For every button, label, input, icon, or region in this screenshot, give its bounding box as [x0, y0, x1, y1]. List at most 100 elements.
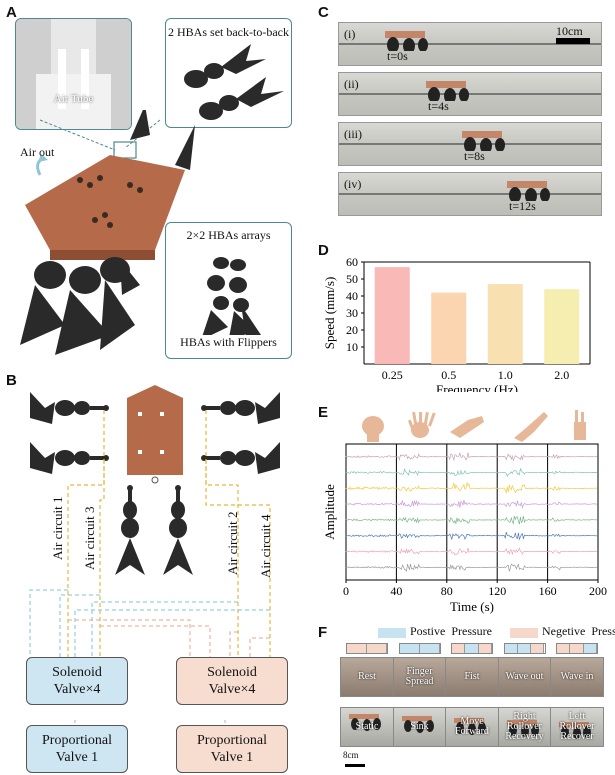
scale-bar-f-label: 8cm [343, 750, 359, 760]
robot-snapshot [385, 31, 428, 51]
motion-photo-2: Sink [392, 707, 447, 747]
back-to-back-inset: 2 HBAs set back-to-back [165, 18, 292, 128]
robot-body-topview [127, 385, 183, 475]
x-tick-label: 120 [488, 584, 506, 598]
scale-bar [556, 38, 590, 44]
finger-spread-gesture-icon [408, 411, 436, 438]
valve-line2: Valve 1 [210, 750, 254, 765]
scale-bar-label: 10cm [556, 24, 583, 38]
legend-negative-swatch [510, 628, 538, 638]
x-tick-label: 40 [390, 584, 402, 598]
robot-snapshot [426, 81, 469, 101]
rail-line [339, 93, 601, 96]
legend-positive-swatch [378, 628, 406, 638]
frame-index: (i) [344, 27, 356, 41]
back-to-back-actuators [184, 44, 284, 120]
y-tick-label: 40 [346, 289, 358, 303]
pressure-segment [557, 644, 571, 653]
panel-label-c: C [318, 4, 329, 21]
rail-line [339, 193, 601, 196]
gesture-photo-4: Wave out [497, 657, 552, 697]
panel-label-d: D [318, 242, 329, 259]
pressure-segment [478, 644, 492, 653]
robot-pose [349, 714, 381, 731]
pressure-pattern [451, 643, 493, 654]
panel-label-b: B [6, 372, 17, 389]
frame-index: (ii) [344, 77, 359, 91]
scale-bar-f [345, 764, 365, 767]
pressure-segment [504, 644, 518, 653]
panel-label-a: A [6, 4, 17, 21]
emg-channel-1 [345, 451, 598, 462]
bar-0.5 [431, 292, 467, 364]
robot-pose [559, 722, 591, 739]
x-tick-label: 160 [539, 584, 557, 598]
gesture-photo-2: Finger Spread [392, 657, 447, 697]
y-tick-label: 30 [346, 306, 358, 320]
pinch-gesture-icon [574, 410, 586, 440]
emg-channel-8 [345, 563, 598, 572]
motion-photo-5: Left Rollover Recover [550, 707, 604, 747]
pressure-segment [531, 644, 545, 653]
y-tick-label: 20 [346, 323, 358, 337]
hba-mid-left [30, 442, 109, 474]
emg-channel-2 [345, 467, 598, 478]
pressure-segment [517, 644, 532, 653]
sequence-frame: (iv)t=12s [338, 172, 602, 216]
pressure-segment [367, 644, 387, 653]
legend-negative-label: Negetive Pressure [542, 624, 615, 638]
valve-line1: Proportional [197, 733, 267, 748]
x-tick-label: 2.0 [554, 368, 569, 382]
array-label: 2×2 HBAs arrays [186, 228, 271, 242]
air-circuit-1-label: Air circuit 1 [50, 496, 65, 560]
motion-caption: Left Rollover Recover [559, 711, 595, 742]
hba-bottom-right [163, 485, 193, 575]
pressure-segment [452, 644, 466, 653]
air-out-label: Air out [20, 145, 55, 159]
plot-frame [345, 443, 599, 581]
y-axis-label: Amplitude [322, 484, 337, 540]
motion-caption: Right Rollover Recovery [505, 711, 544, 742]
gesture-caption: Finger Spread [405, 666, 434, 687]
pressure-segment [347, 644, 367, 653]
pressure-pattern [346, 643, 388, 654]
air-tube-photo [16, 19, 131, 129]
legend-positive-label: Postive Pressure [410, 624, 492, 638]
valve-line2: Valve×4 [208, 682, 256, 697]
pressure-segment [583, 644, 597, 653]
emg-channel-4 [345, 499, 598, 509]
motion-caption: Move Forward [455, 716, 489, 737]
x-tick-label: 80 [441, 584, 453, 598]
time-label: t=4s [428, 99, 449, 113]
time-label: t=12s [509, 199, 536, 213]
valve-line1: Solenoid [52, 665, 102, 680]
y-tick-label: 50 [346, 272, 358, 286]
bar-1.0 [487, 284, 523, 364]
x-axis-label: Time (s) [450, 599, 494, 614]
sequence-frame: (i)t=0s [338, 22, 602, 66]
pneumatic-circuit-diagram [29, 385, 280, 725]
air-circuit-2-label: Air circuit 2 [225, 511, 240, 575]
air-circuit-4-label: Air circuit 4 [258, 514, 273, 578]
emg-channel-3 [345, 481, 598, 494]
frame-index: (iii) [344, 127, 362, 141]
emg-channel-7 [345, 547, 598, 556]
bar-0.25 [374, 267, 410, 364]
motion-photo-1: Static [340, 707, 394, 747]
robot-3d-render [20, 110, 195, 355]
pressure-segment [419, 644, 440, 653]
pressure-pattern [503, 643, 546, 654]
emg-channel-5 [345, 515, 598, 525]
pressure-pattern [556, 643, 598, 654]
gesture-caption: Rest [358, 671, 376, 682]
valve-line1: Solenoid [207, 665, 257, 680]
pressure-segment [399, 644, 420, 653]
y-tick-label: 60 [346, 255, 358, 269]
array-inset: 2×2 HBAs arrays HBAs with Flippers [165, 222, 292, 359]
